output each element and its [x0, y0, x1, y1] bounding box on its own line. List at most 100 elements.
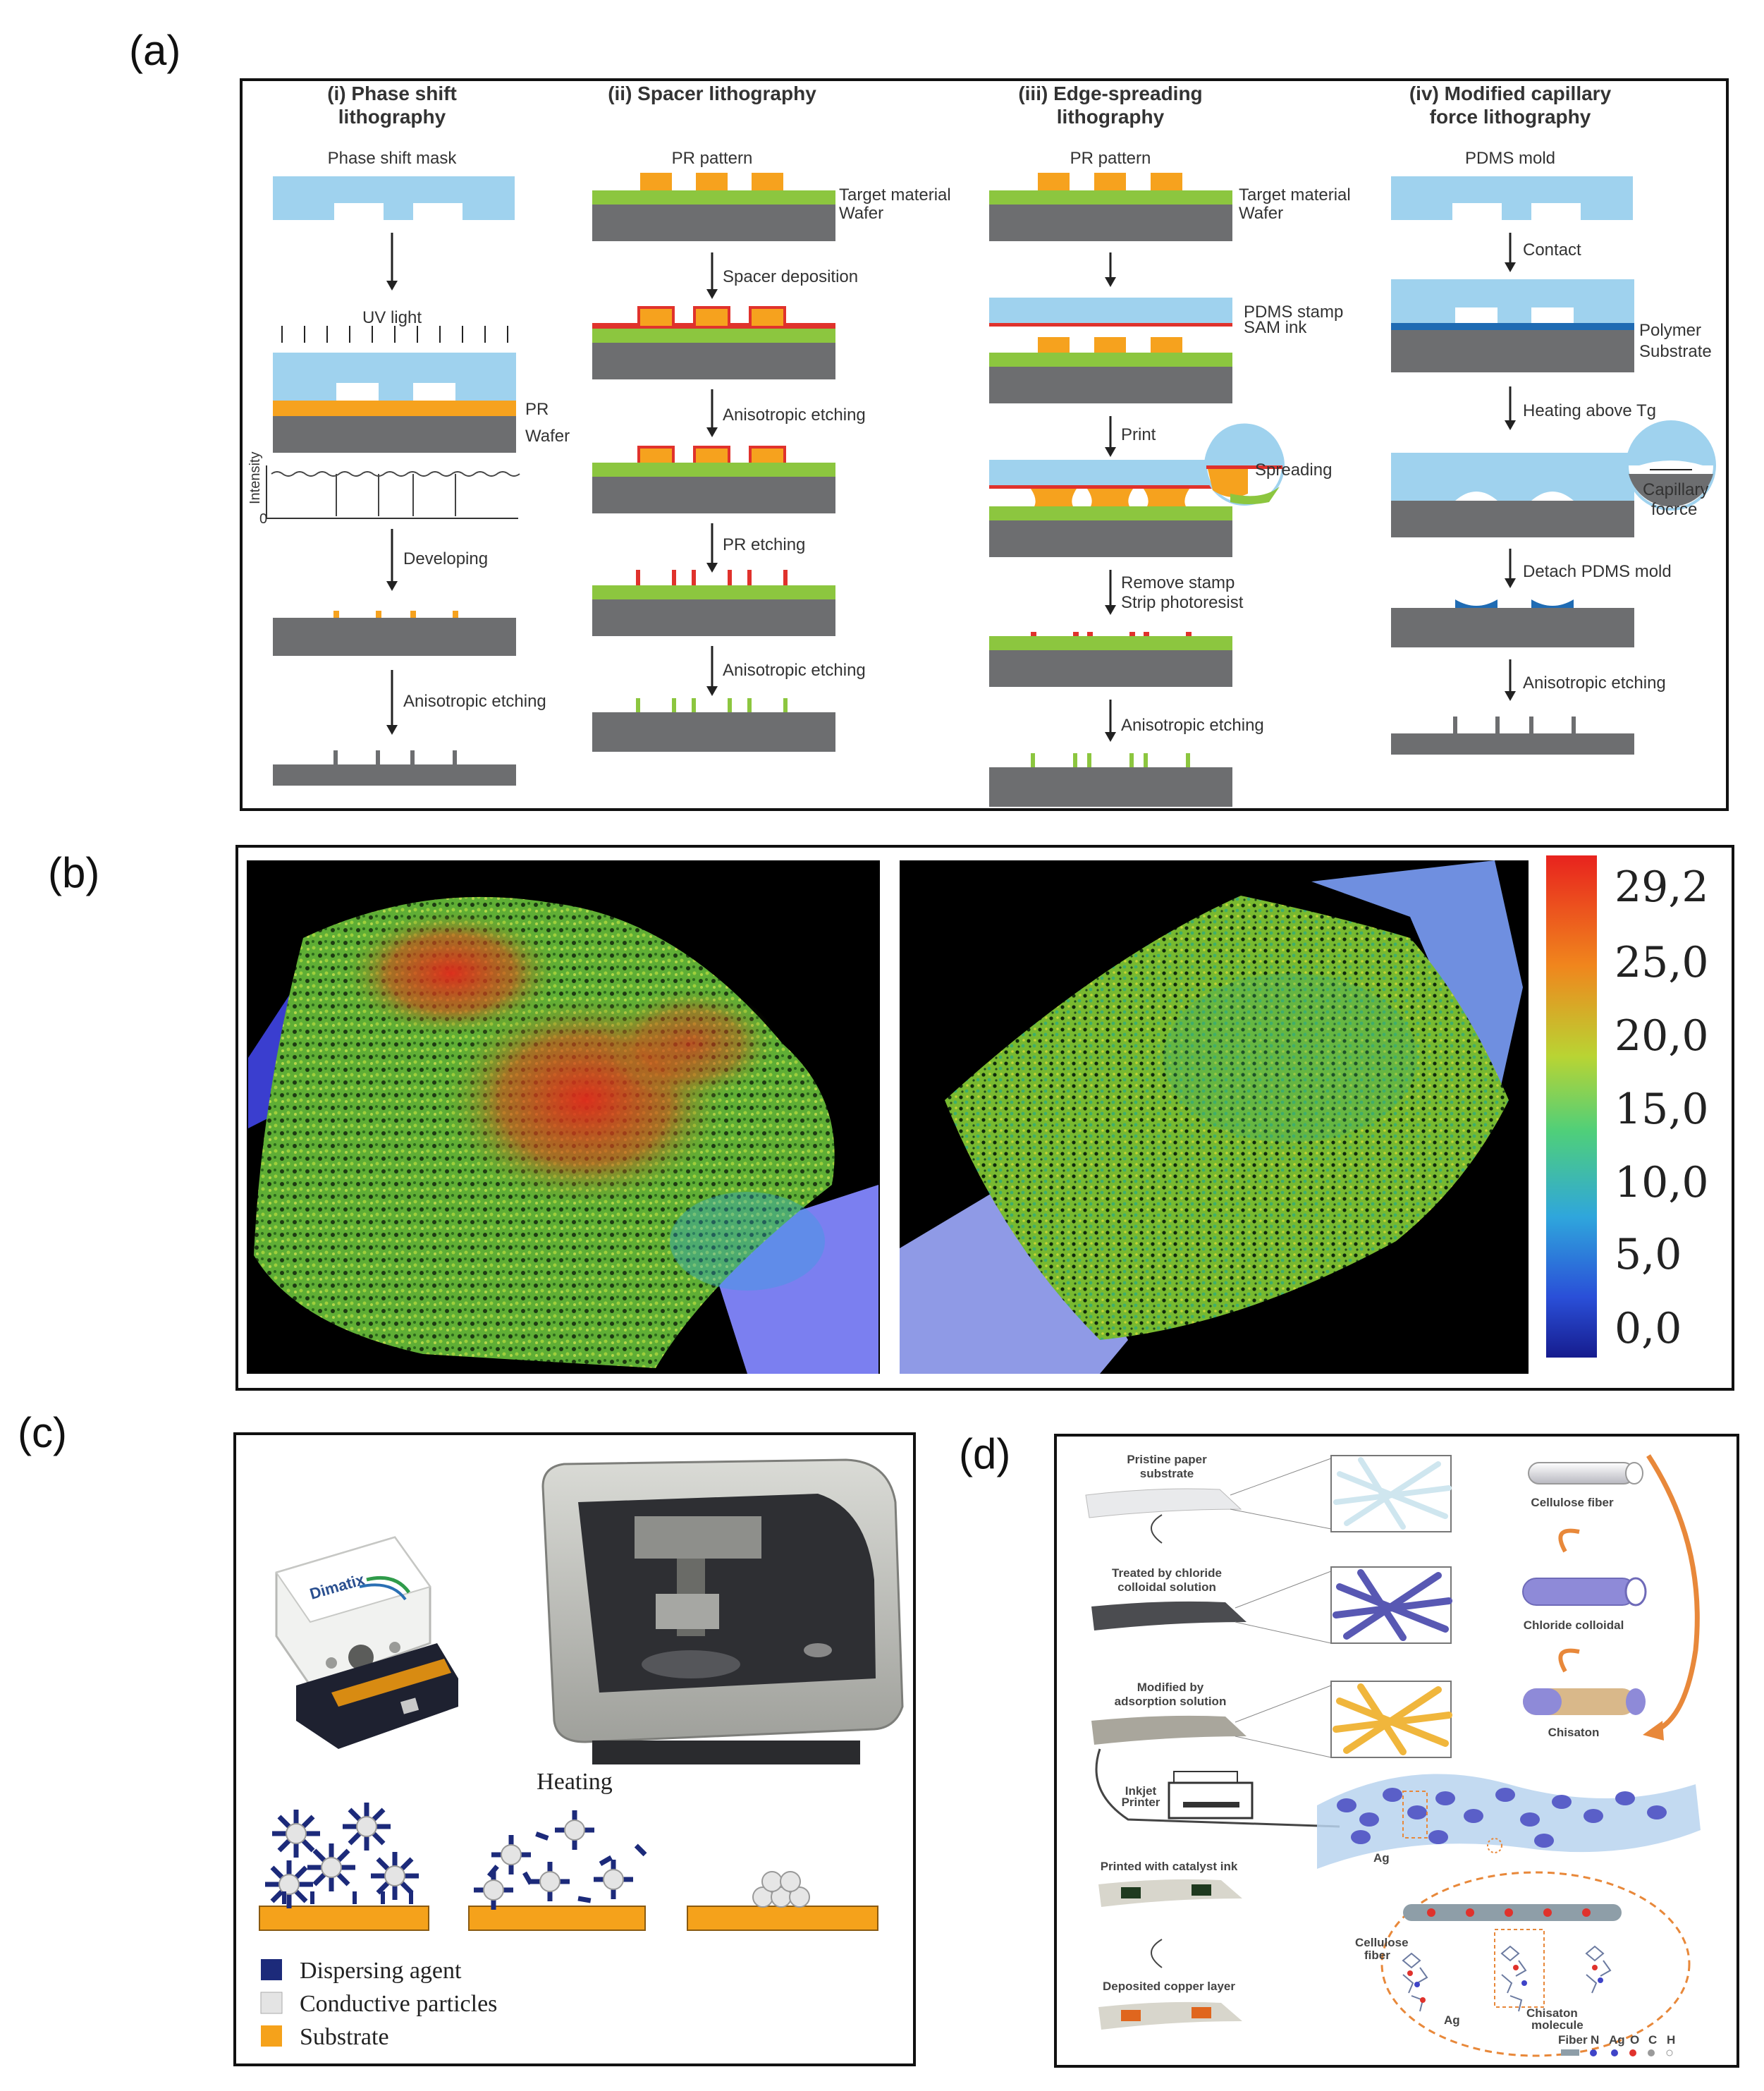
col3-title-2: lithography — [1057, 106, 1165, 128]
step-modified-1: Modified by — [1137, 1681, 1204, 1694]
fiber-label-chisaton: Chisaton — [1548, 1726, 1600, 1739]
dispersing-fragment — [535, 1831, 549, 1841]
col2-label-aniso-1: Anisotropic etching — [723, 406, 866, 425]
particle-cluster — [265, 1860, 313, 1908]
inkjet-printer-icon: Inkjet Printer — [1095, 1748, 1340, 1828]
panel-c: (c) Dimatix Heating — [18, 1409, 916, 2066]
panel-b-label: (b) — [48, 849, 99, 896]
panel-c-label: (c) — [18, 1409, 67, 1456]
col2-label-pr: PR pattern — [672, 149, 753, 168]
particle-cluster — [474, 1870, 513, 1910]
col3-label-sam: SAM ink — [1244, 318, 1307, 337]
dispersing-fragment — [381, 1891, 385, 1904]
col3-label-aniso: Anisotropic etching — [1121, 716, 1264, 735]
step-treated-1: Treated by chloride — [1112, 1566, 1222, 1580]
panel-a: (a) (i) Phase shift lithography Phase sh… — [129, 27, 1729, 811]
dispersing-fragment — [634, 1843, 647, 1857]
paper-pristine — [1085, 1488, 1242, 1518]
col3-label-pr: PR pattern — [1070, 149, 1151, 168]
cellulose-detail: Cellulose fiber Ag Chisaton molecule — [1355, 1871, 1691, 2057]
col3-label-spreading: Spreading — [1255, 461, 1332, 480]
colorbar-tick-1: 25,0 — [1615, 938, 1709, 987]
ag-particle-sheet: Ag — [1317, 1774, 1701, 1869]
panel-b: (b) 29,2 25,0 20,0 15,0 10, — [48, 845, 1734, 1391]
colorbar-tick-6: 0,0 — [1615, 1304, 1682, 1353]
col3-label-pdms: PDMS stamp — [1244, 303, 1343, 322]
wafer — [273, 416, 516, 453]
inkjet-label-1: Inkjet — [1125, 1784, 1157, 1798]
column-edge-spreading: (iii) Edge-spreading lithography PR patt… — [989, 83, 1351, 807]
phase-shift-mask — [273, 176, 515, 220]
particle-cluster — [594, 1860, 633, 1899]
detail-ag-1: Ag — [1373, 1851, 1390, 1865]
col3-label-strip: Strip photoresist — [1121, 593, 1244, 612]
dispersing-fragment — [282, 1891, 286, 1904]
dispersing-fragment — [409, 1891, 413, 1904]
col3-title-1: (iii) Edge-spreading — [1018, 83, 1202, 104]
legend-dispersing: Dispersing agent — [300, 1958, 462, 1984]
legend-conductive: Conductive particles — [300, 1991, 497, 2017]
particle-cluster — [307, 1843, 355, 1891]
col2-label-pr-etch: PR etching — [723, 535, 805, 554]
dispersing-fragment — [599, 1855, 613, 1866]
detail-ag-2: Ag — [1444, 2013, 1460, 2027]
col4-label-heating: Heating above Tg — [1523, 401, 1656, 420]
particle-cluster — [371, 1852, 419, 1900]
step-modified-2: adsorption solution — [1115, 1695, 1227, 1708]
step-printed: Printed with catalyst ink — [1101, 1860, 1238, 1873]
col1-label-wafer: Wafer — [525, 427, 570, 446]
legend-swatch-substrate — [261, 2025, 282, 2047]
detail-chisaton-2: molecule — [1531, 2018, 1584, 2032]
legend-n: N — [1591, 2033, 1599, 2047]
step-pristine-2: substrate — [1140, 1467, 1194, 1480]
legend-swatch-conductive — [260, 1992, 283, 2014]
column-phase-shift: (i) Phase shift lithography Phase shift … — [247, 83, 570, 786]
legend-ag: Ag — [1609, 2033, 1625, 2047]
legend-fiber: Fiber — [1558, 2033, 1588, 2047]
detail-cellulose-2: fiber — [1364, 1949, 1390, 1962]
col4-title-2: force lithography — [1430, 106, 1591, 128]
colorbar-tick-5: 5,0 — [1615, 1230, 1682, 1279]
legend-swatch-dispersing — [261, 1959, 282, 1980]
colorbar: 29,2 25,0 20,0 15,0 10,0 5,0 0,0 — [1546, 855, 1709, 1358]
col2-label-aniso-2: Anisotropic etching — [723, 661, 866, 680]
col4-title-1: (iv) Modified capillary — [1409, 83, 1612, 104]
col2-label-wafer: Wafer — [839, 204, 883, 223]
col1-label-mask: Phase shift mask — [328, 149, 458, 168]
particle-cluster — [272, 1810, 320, 1858]
sintering-stage-2 — [468, 1810, 647, 1931]
panel-d-legend: Fiber N Ag O C H — [1558, 2033, 1675, 2056]
colorbar-gradient — [1546, 855, 1597, 1358]
col3-label-wafer: Wafer — [1239, 204, 1283, 223]
sintering-stage-3 — [687, 1871, 878, 1931]
paper-modified — [1091, 1715, 1247, 1745]
step-copper: Deposited copper layer — [1103, 1980, 1235, 1993]
colorbar-tick-0: 29,2 — [1615, 862, 1709, 912]
col4-label-substrate: Substrate — [1639, 342, 1712, 361]
step-treated-2: colloidal solution — [1117, 1580, 1216, 1594]
fiber-cylinders: Cellulose fiber Chloride colloidal Chisa… — [1522, 1454, 1700, 1741]
fiber-zoom-boxes — [1230, 1455, 1452, 1758]
inkjet-printer — [541, 1458, 904, 1764]
col3-label-remove: Remove stamp — [1121, 573, 1235, 592]
col1-label-etching: Anisotropic etching — [403, 692, 546, 711]
col1-label-pr: PR — [525, 400, 549, 419]
panel-d-label: (d) — [959, 1430, 1010, 1477]
sintering-stage-1 — [259, 1803, 429, 1931]
col4-label-mold: PDMS mold — [1465, 149, 1555, 168]
col4-label-detach: Detach PDMS mold — [1523, 562, 1672, 581]
panel-d: (d) Pristine paper substrate Treated by … — [959, 1430, 1739, 2068]
intensity-curve — [271, 471, 520, 477]
pr-layer — [273, 401, 516, 416]
col1-title-2: lithography — [338, 106, 446, 128]
detail-chisaton-1: Chisaton — [1526, 2006, 1578, 2020]
paper-treated — [1091, 1601, 1247, 1630]
dispersing-fragment — [577, 1896, 592, 1903]
dispersing-fragment — [522, 1871, 534, 1885]
col4-label-force: focrce — [1651, 500, 1697, 519]
colorbar-tick-4: 10,0 — [1615, 1158, 1709, 1207]
col3-label-print: Print — [1121, 425, 1156, 444]
col1-title-1: (i) Phase shift — [327, 83, 457, 104]
col4-label-polymer: Polymer — [1639, 321, 1701, 340]
